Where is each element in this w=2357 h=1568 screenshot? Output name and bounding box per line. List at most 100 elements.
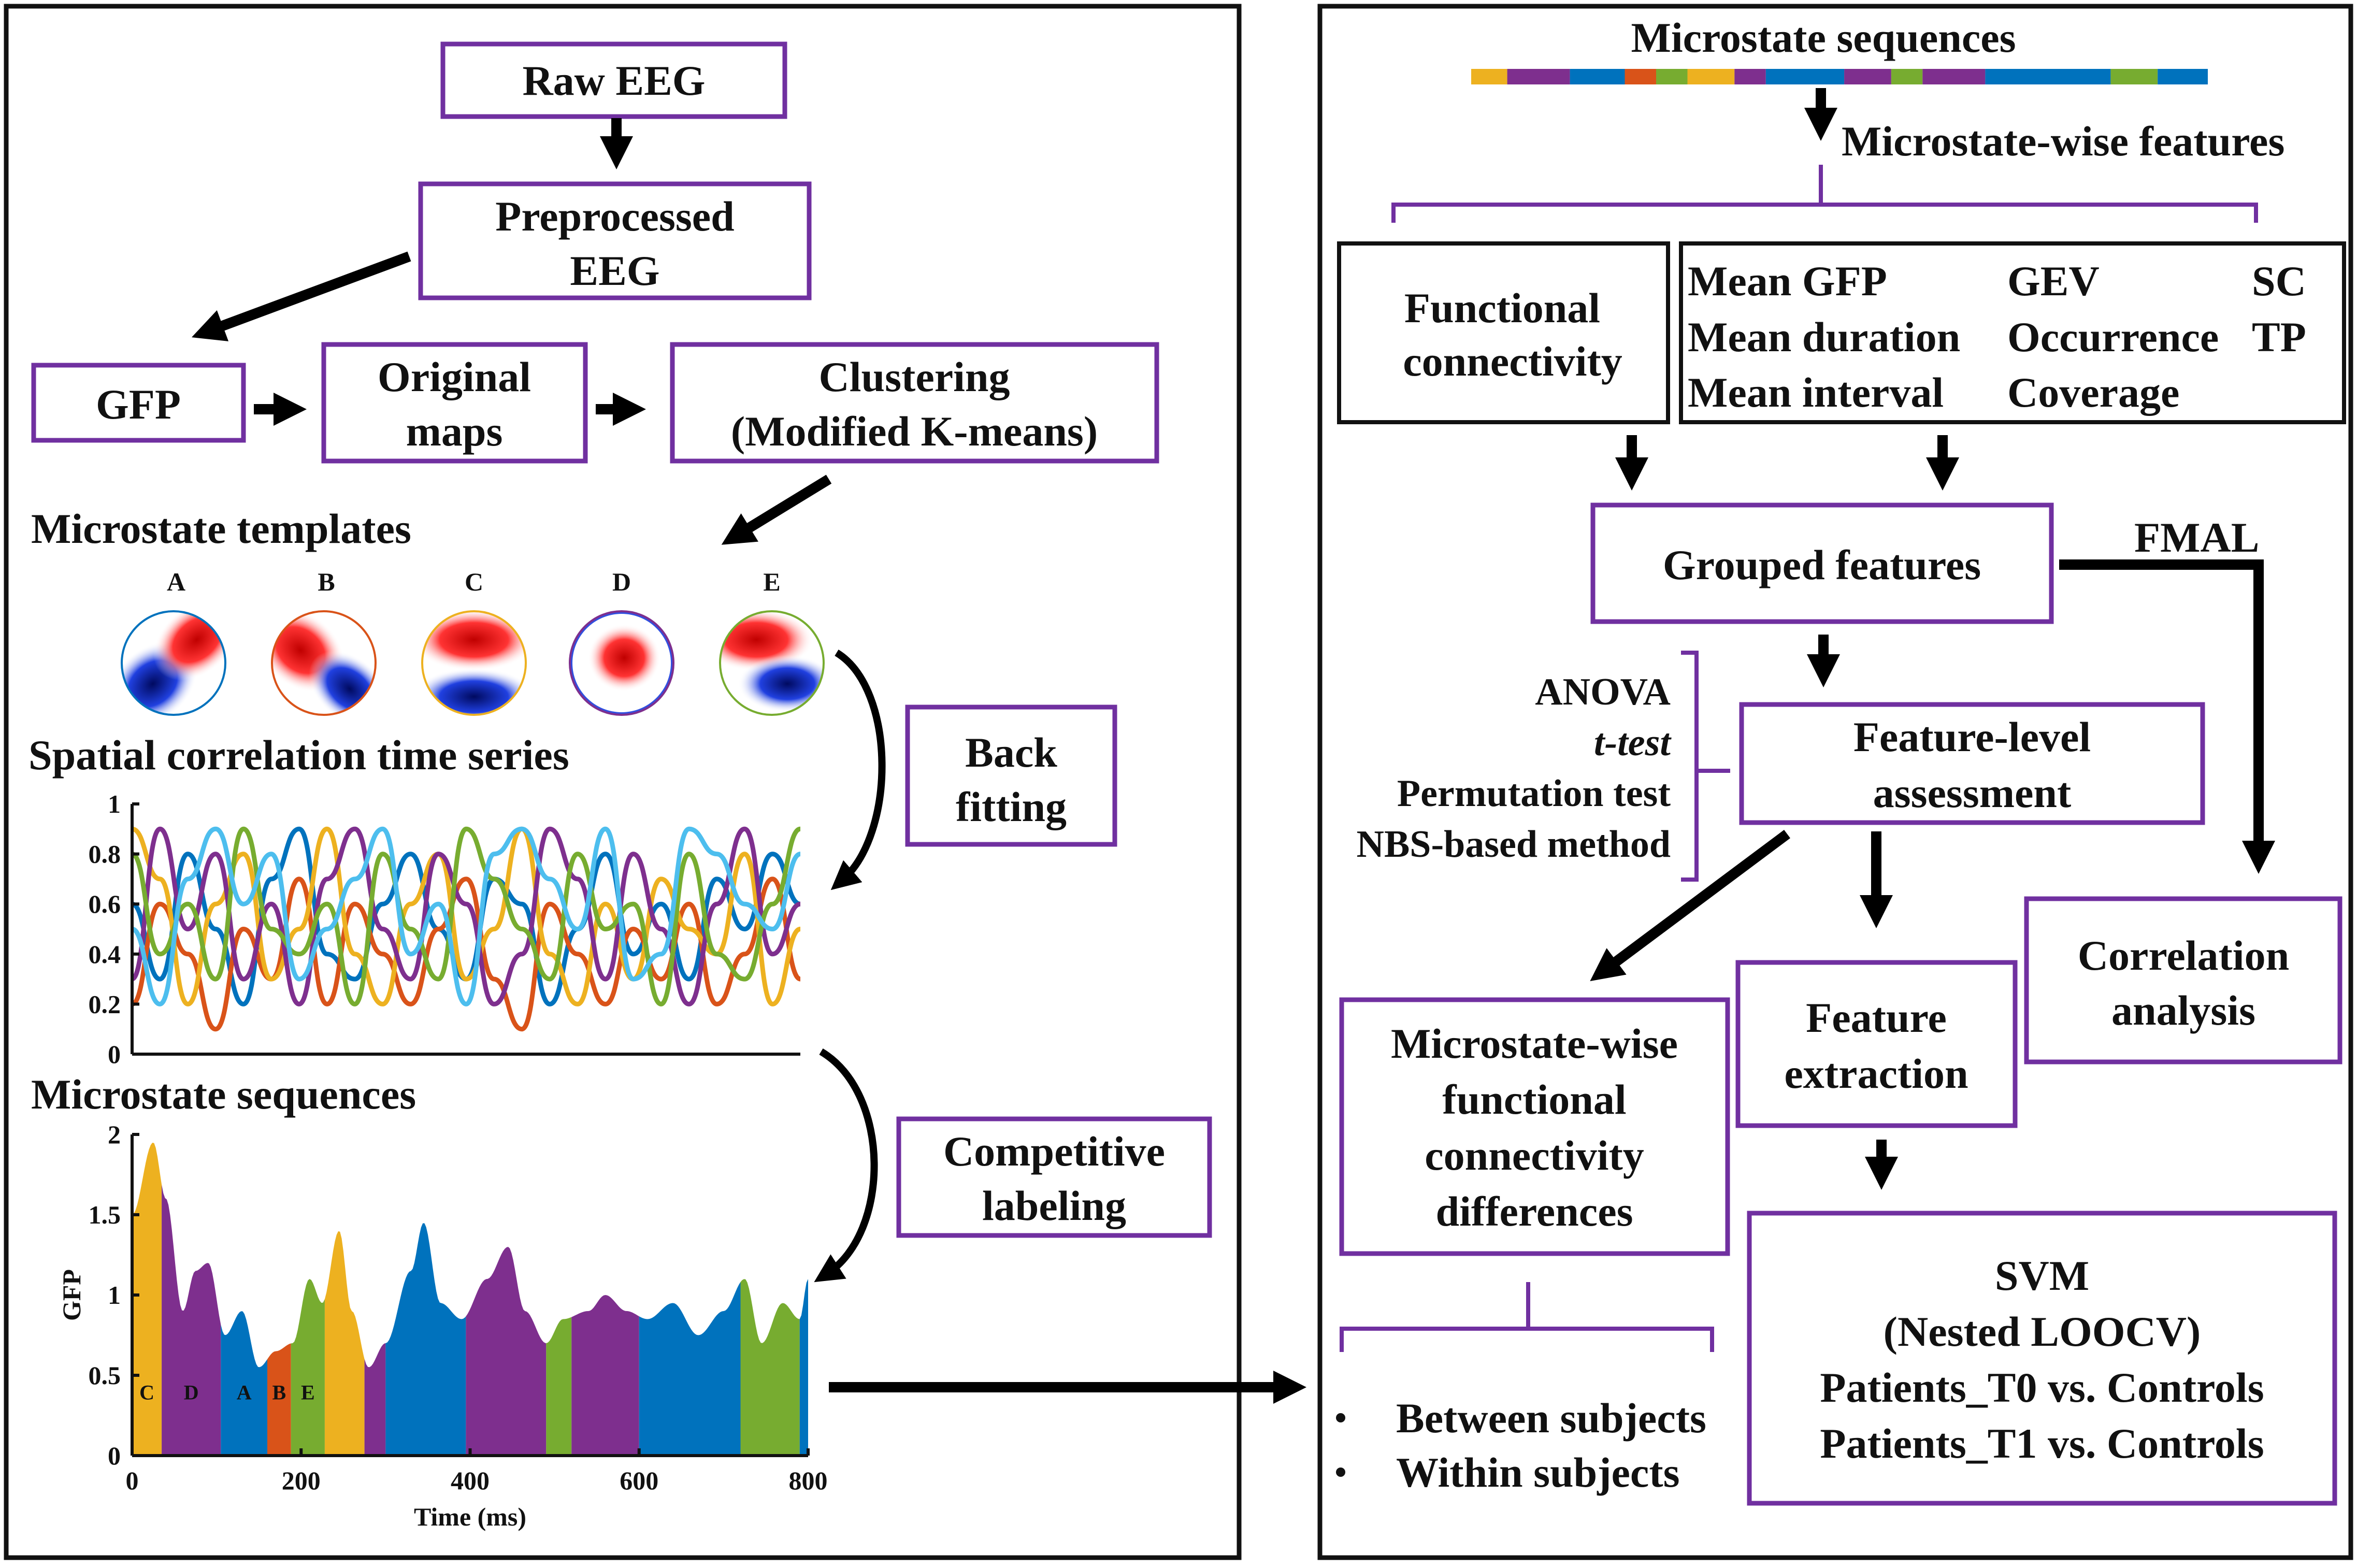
arrow-assessment-to-mwfc xyxy=(1590,829,1790,982)
svm-label-3: Patients_T0 vs. Controls xyxy=(1820,1364,2264,1411)
corr-series-5 xyxy=(131,826,801,1006)
gfp-xtick-label-1: 200 xyxy=(282,1466,321,1495)
seq-bar-segment-8 xyxy=(1844,69,1891,84)
correlation-chart: 00.20.40.60.81 xyxy=(89,789,801,1069)
gfp-ytick-label-1: 0.5 xyxy=(89,1361,121,1390)
corr-series-3 xyxy=(131,826,801,1006)
feature-gev: GEV xyxy=(2007,257,2100,305)
bullet-between: Between subjects xyxy=(1396,1394,1706,1442)
corr-title: Spatial correlation time series xyxy=(28,731,569,779)
feature-extraction-box xyxy=(1735,960,2018,1128)
bullet-within: Within subjects xyxy=(1396,1449,1680,1496)
seq-bar-segment-10 xyxy=(1922,69,1986,84)
gfp-segment-11 xyxy=(639,1282,741,1456)
original-maps-label-2: maps xyxy=(406,408,503,455)
back-fitting-label-1: Back xyxy=(965,729,1057,776)
gfp-segment-9 xyxy=(546,1317,572,1456)
gfp-segment-13 xyxy=(799,1279,808,1456)
grouped-label: Grouped features xyxy=(1663,541,1981,588)
template-label-a: A xyxy=(167,567,185,596)
gfp-segment-label-0: C xyxy=(139,1381,154,1404)
test-t: t-test xyxy=(1594,722,1672,764)
clustering-label-1: Clustering xyxy=(819,353,1010,400)
template-map-d xyxy=(570,611,673,715)
test-permutation: Permutation test xyxy=(1397,772,1671,815)
templates-title: Microstate templates xyxy=(31,505,411,552)
back-fitting-box xyxy=(905,704,1117,847)
template-label-d: D xyxy=(612,567,631,596)
feature-coverage: Coverage xyxy=(2007,369,2179,416)
gfp-xlabel: Time (ms) xyxy=(414,1502,526,1531)
gfp-segment-6 xyxy=(364,1343,386,1456)
gfp-label: GFP xyxy=(96,381,181,428)
gfp-segment-label-2: A xyxy=(237,1381,252,1404)
seq-bar-segment-12 xyxy=(2110,69,2158,84)
preprocessed-label-1: Preprocessed xyxy=(495,193,735,240)
raw-eeg-label: Raw EEG xyxy=(522,57,705,104)
gfp-box xyxy=(31,363,246,443)
arrow-fmal xyxy=(2059,559,2276,874)
clustering-label-2: (Modified K-means) xyxy=(731,408,1098,455)
arrow-back-fitting xyxy=(830,650,886,890)
seq-title-right: Microstate sequences xyxy=(1631,14,2016,61)
seq-bar-segment-3 xyxy=(1625,69,1657,84)
original-maps-label-1: Original xyxy=(378,353,531,400)
corr-ytick-label-5: 1 xyxy=(108,789,121,818)
fc-label-1: Functional xyxy=(1404,284,1600,332)
gfp-segment-10 xyxy=(571,1295,639,1456)
bullet-1 xyxy=(1336,1413,1345,1422)
corr-ytick-label-3: 0.6 xyxy=(89,889,121,918)
extraction-label-1: Feature xyxy=(1806,994,1947,1041)
seq-bar-segment-0 xyxy=(1471,69,1507,84)
corr-ytick-label-0: 0 xyxy=(108,1040,121,1069)
arrow-competitive-labeling xyxy=(814,1048,878,1283)
feature-tp: TP xyxy=(2252,313,2306,361)
correlation-label-1: Correlation xyxy=(2078,932,2289,979)
seq-title-left: Microstate sequences xyxy=(31,1071,416,1118)
gfp-ytick-label-3: 1.5 xyxy=(89,1200,121,1229)
svm-label-1: SVM xyxy=(1995,1252,2089,1299)
mwfc-label-3: connectivity xyxy=(1425,1132,1644,1179)
competitive-label-2: labeling xyxy=(982,1182,1126,1229)
test-nbs: NBS-based method xyxy=(1357,823,1671,866)
competitive-label-1: Competitive xyxy=(943,1128,1165,1175)
arrow-pre-to-gfp xyxy=(192,251,411,341)
original-maps-box xyxy=(321,342,588,464)
grouped-features-box xyxy=(1590,502,2054,624)
template-maps: A B C D E xyxy=(121,567,825,716)
gfp-segment-0 xyxy=(132,1143,162,1456)
preprocessed-label-2: EEG xyxy=(570,247,659,294)
template-map-b xyxy=(272,611,376,715)
seq-bar-segment-5 xyxy=(1687,69,1735,84)
right-panel xyxy=(1317,4,2353,1560)
mwfc-label-1: Microstate-wise xyxy=(1391,1020,1678,1067)
correlation-box xyxy=(2024,896,2342,1064)
extraction-label-2: extraction xyxy=(1784,1050,1968,1097)
preprocessed-eeg-box xyxy=(418,181,812,300)
mwfc-label-2: functional xyxy=(1442,1076,1626,1123)
seq-bar-segment-4 xyxy=(1656,69,1688,84)
microstate-wise-label: Microstate-wise features xyxy=(1842,118,2284,165)
gfp-segment-8 xyxy=(466,1247,547,1456)
seq-bar-segment-7 xyxy=(1765,69,1845,84)
gfp-xtick-label-2: 400 xyxy=(451,1466,490,1495)
feature-mean-duration: Mean duration xyxy=(1688,313,1960,361)
gfp-segment-5 xyxy=(324,1231,365,1456)
competitive-box xyxy=(896,1116,1212,1238)
arrow-clustering-to-templates xyxy=(721,474,832,545)
test-anova: ANOVA xyxy=(1535,671,1671,713)
corr-ytick-label-2: 0.4 xyxy=(89,940,121,969)
template-map-c xyxy=(422,611,526,715)
gfp-xtick-label-3: 600 xyxy=(620,1466,658,1495)
feature-level-label-2: assessment xyxy=(1873,769,2072,816)
clustering-box xyxy=(670,342,1159,464)
svm-box xyxy=(1747,1211,2337,1506)
mwfc-label-4: differences xyxy=(1435,1188,1633,1235)
gfp-segment-3 xyxy=(267,1343,291,1456)
brace-subjects xyxy=(1340,1282,1714,1352)
corr-series-2 xyxy=(131,826,801,1006)
feature-level-label-1: Feature-level xyxy=(1853,713,2091,760)
